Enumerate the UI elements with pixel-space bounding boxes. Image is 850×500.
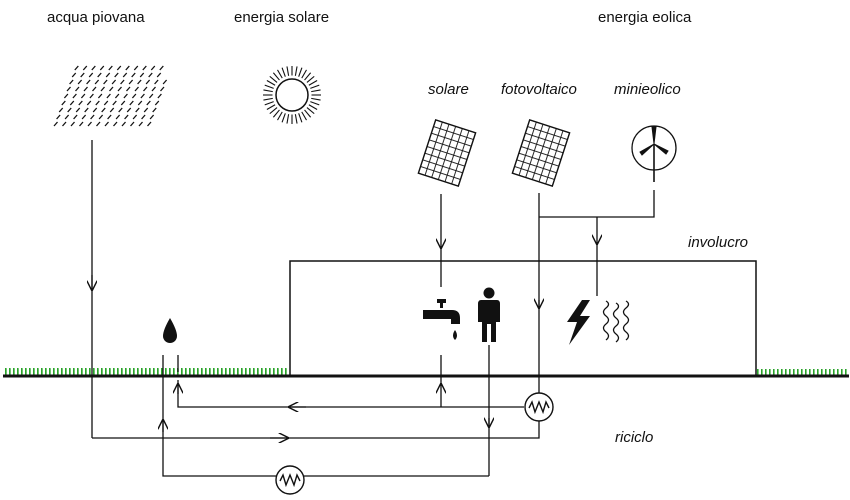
rain-icon bbox=[53, 65, 168, 127]
heat-exchanger-icon-lower bbox=[275, 465, 305, 495]
grass-right-strip bbox=[757, 369, 849, 376]
label-rain: acqua piovana bbox=[47, 9, 145, 26]
sun-icon bbox=[263, 66, 321, 124]
heat-exchanger-icon bbox=[524, 392, 554, 422]
label-solar-energy: energia solare bbox=[234, 9, 330, 26]
energy-flow-lines bbox=[441, 190, 655, 395]
label-wind-energy: energia eolica bbox=[598, 9, 692, 26]
envelope-outline bbox=[289, 260, 757, 375]
label-recycle: riciclo bbox=[615, 429, 654, 446]
label-solar-thermal: solare bbox=[428, 81, 469, 98]
photovoltaic-panel-icon bbox=[511, 118, 571, 188]
recycle-circuit-lines bbox=[92, 345, 540, 477]
grass-left-strip bbox=[4, 369, 289, 376]
label-photovoltaic: fotovoltaico bbox=[501, 81, 577, 98]
water-tap-icon bbox=[423, 299, 460, 340]
wind-turbine-icon bbox=[631, 125, 677, 182]
label-mini-wind: minieolico bbox=[614, 81, 681, 98]
water-drop-icon bbox=[163, 318, 177, 343]
person-icon bbox=[478, 287, 500, 342]
label-envelope: involucro bbox=[688, 234, 749, 251]
heat-waves-icon bbox=[602, 300, 630, 343]
solar-panel-icon bbox=[417, 118, 477, 188]
lightning-icon bbox=[567, 300, 590, 345]
